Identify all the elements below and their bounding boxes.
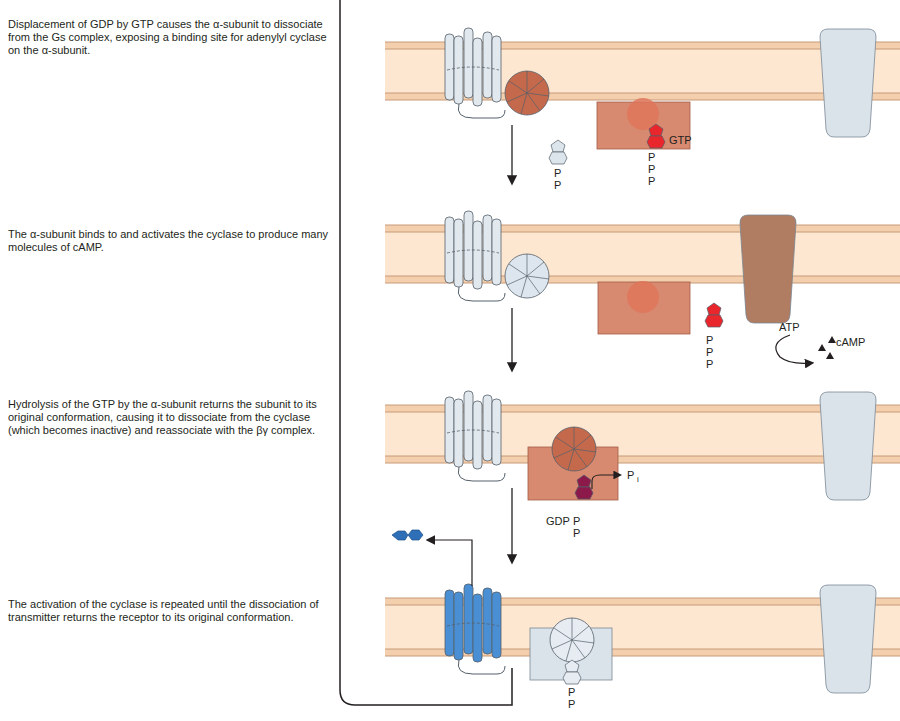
molecule-label: P: [706, 346, 713, 358]
step-description: Displacement of GDP by GTP causes the α-…: [8, 18, 333, 57]
panel-3: [385, 391, 900, 500]
panel-2: [385, 211, 900, 363]
subscript-label: i: [637, 475, 639, 484]
step-description: The activation of the cyclase is repeate…: [8, 598, 333, 624]
panel-1: [385, 28, 900, 164]
molecule-label: P: [706, 358, 713, 370]
molecule-label: P: [573, 515, 580, 527]
molecule-label: P: [554, 179, 561, 191]
panel-4: [385, 530, 900, 693]
molecule-label: P: [573, 527, 580, 539]
molecule-label: GTP: [669, 134, 692, 146]
step-arrows: [511, 125, 512, 562]
molecule-label: P: [627, 469, 634, 481]
molecule-label: P: [648, 151, 655, 163]
molecule-label: cAMP: [836, 336, 865, 348]
molecule-label: P: [554, 167, 561, 179]
molecule-label: P: [648, 175, 655, 187]
step-description: Hydrolysis of the GTP by the α-subunit r…: [8, 398, 333, 437]
molecule-label: P: [568, 686, 575, 698]
molecule-label: P: [706, 334, 713, 346]
molecule-label: P: [648, 163, 655, 175]
step-description: The α-subunit binds to and activates the…: [8, 228, 333, 254]
molecule-label: ATP: [779, 321, 800, 333]
molecule-label: GDP: [546, 515, 570, 527]
molecule-label: P: [568, 698, 575, 710]
